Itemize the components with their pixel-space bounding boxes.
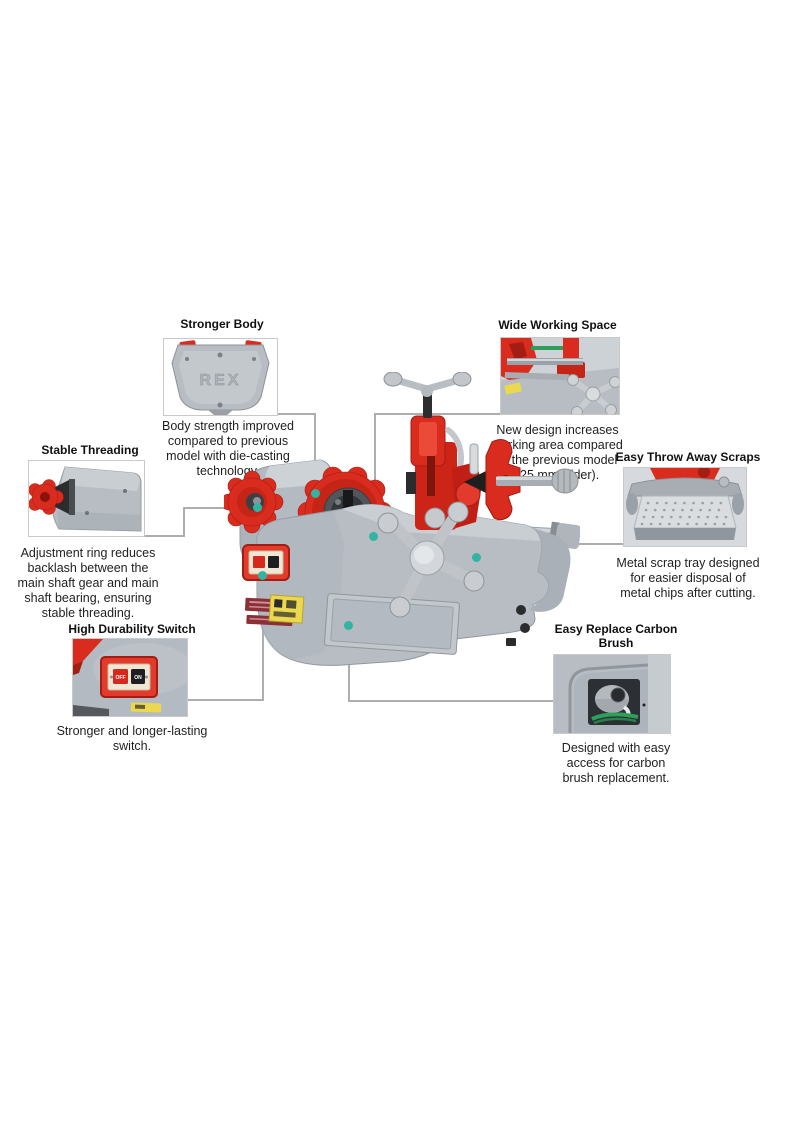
callout-dot-stable-threading bbox=[253, 503, 262, 512]
callout-high-durability-switch: High Durability Switch OFF ON Stronger a… bbox=[52, 622, 212, 754]
callout-description: Adjustment ring reduces backlash between… bbox=[17, 546, 159, 620]
callout-title: High Durability Switch bbox=[68, 622, 196, 636]
switch-off-button-label: OFF bbox=[116, 675, 126, 681]
callout-title: Wide Working Space bbox=[498, 318, 617, 332]
callout-description: Body strength improved compared to previ… bbox=[161, 419, 294, 478]
cross-handle bbox=[377, 501, 485, 618]
callout-dot-carbon-brush bbox=[344, 621, 353, 630]
switch-on-button-label: ON bbox=[134, 675, 142, 681]
callout-wide-working-space: Wide Working Space bbox=[480, 318, 635, 483]
rear-centering-wheel bbox=[224, 470, 284, 534]
callout-dot-scrap-tray bbox=[472, 553, 481, 562]
connector-stable-threading bbox=[185, 507, 259, 509]
callout-dot-wide-working-space bbox=[369, 532, 378, 541]
scrap-tray-thumbnail bbox=[623, 467, 747, 547]
callout-dot-switch bbox=[258, 571, 267, 580]
connector-scrap-tray bbox=[558, 543, 623, 545]
connector-carbon-brush bbox=[348, 700, 554, 702]
connector-stronger-body bbox=[314, 413, 316, 495]
stronger-body-thumbnail: REX bbox=[163, 338, 278, 416]
callout-description: Designed with easy access for carbon bru… bbox=[561, 741, 671, 785]
switch-thumbnail: OFF ON bbox=[72, 638, 188, 717]
callout-stable-threading: Stable Threading Adjustment ring reduces… bbox=[10, 443, 170, 621]
connector-switch bbox=[188, 699, 264, 701]
callout-title: Easy Replace Carbon Brush bbox=[554, 622, 678, 650]
callout-easy-throw-away-scraps: Easy Throw Away Scraps Metal scrap tray … bbox=[608, 450, 768, 601]
callout-stronger-body: Stronger Body REX Body strength improved… bbox=[142, 317, 302, 479]
callout-easy-replace-carbon-brush: Easy Replace Carbon Brush Designed with … bbox=[536, 622, 696, 786]
callout-description: Metal scrap tray designed for easier dis… bbox=[616, 556, 760, 600]
connector-switch bbox=[262, 577, 264, 701]
callout-dot-stronger-body bbox=[311, 489, 320, 498]
callout-description: Stronger and longer-lasting switch. bbox=[56, 724, 208, 753]
callout-title: Stronger Body bbox=[180, 317, 264, 331]
connector-wide-working-space bbox=[374, 413, 376, 538]
connector-stronger-body bbox=[278, 413, 316, 415]
stable-threading-thumbnail bbox=[28, 460, 145, 537]
connector-wide-working-space bbox=[376, 413, 500, 415]
wide-working-space-thumbnail bbox=[500, 337, 620, 415]
callout-title: Stable Threading bbox=[41, 443, 139, 457]
power-switch bbox=[242, 544, 290, 581]
connector-stable-threading bbox=[145, 535, 185, 537]
callout-title: Easy Throw Away Scraps bbox=[615, 450, 761, 464]
machine-photo bbox=[224, 372, 580, 666]
embossed-brand-text: REX bbox=[200, 372, 242, 389]
connector-stable-threading bbox=[183, 507, 185, 537]
carbon-brush-thumbnail bbox=[553, 654, 671, 734]
